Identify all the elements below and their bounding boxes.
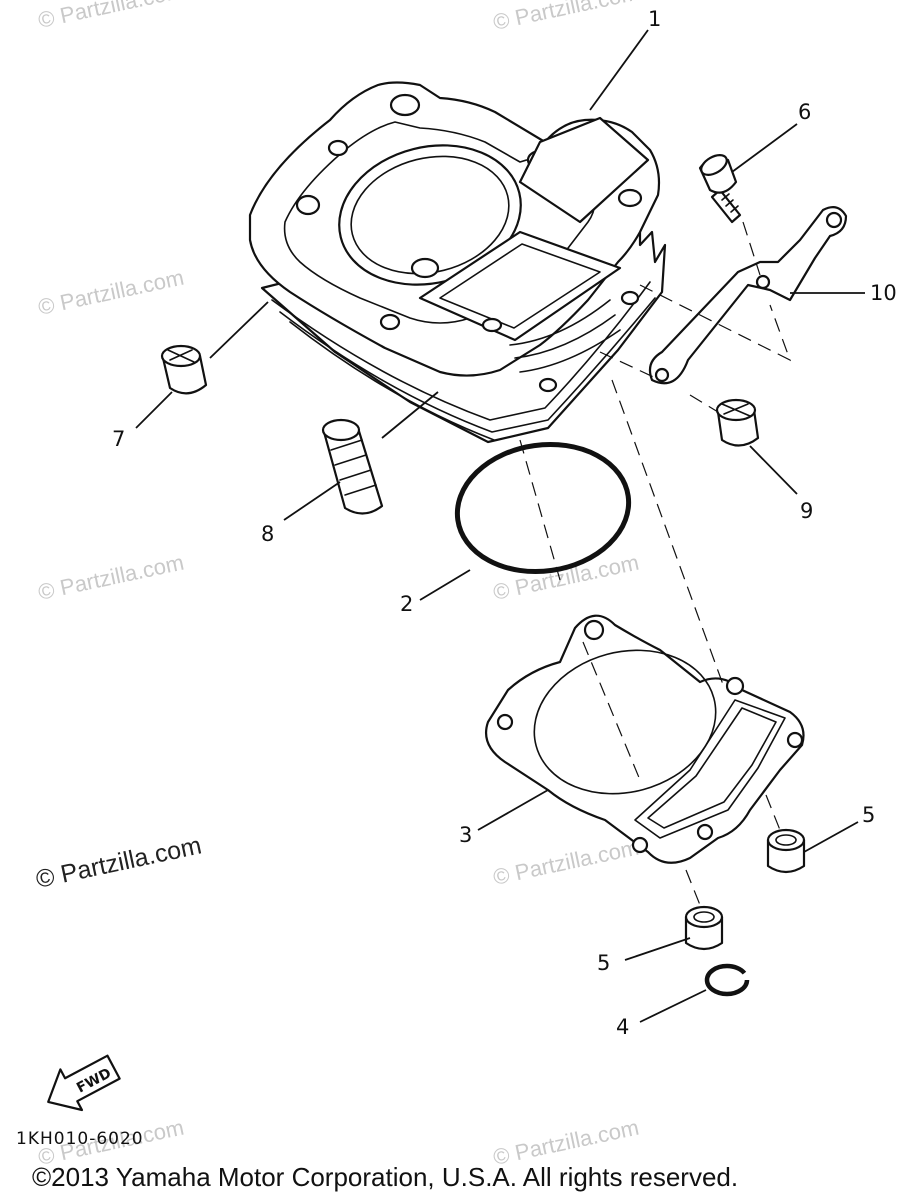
callouts: 1 6 10 7 9 8 2 3 5 5 4 [112, 7, 897, 1039]
plug-part-7 [160, 344, 208, 395]
cylinder-part-1 [248, 81, 667, 444]
bolt-part-8 [321, 418, 384, 515]
dowel-pin-part-5 [684, 905, 724, 951]
bolt-part-6 [698, 154, 742, 224]
callout-5a: 5 [862, 803, 875, 827]
o-ring-part-2 [454, 441, 632, 575]
callout-3: 3 [459, 823, 472, 847]
dowel-pin-part-5 [766, 828, 806, 874]
plug-part-9 [715, 398, 760, 447]
watermark: © Partzilla.com [36, 265, 186, 320]
base-gasket-part-3 [484, 614, 805, 864]
callout-10: 10 [870, 281, 897, 305]
callout-5b: 5 [597, 951, 610, 975]
circlip-part-4 [704, 963, 750, 997]
callout-2: 2 [400, 592, 413, 616]
callout-1: 1 [648, 7, 661, 31]
bracket-part-10 [648, 205, 848, 385]
watermark: © Partzilla.com [36, 0, 186, 33]
callout-4: 4 [616, 1015, 629, 1039]
forward-arrow-icon: FWD [47, 1054, 121, 1112]
copyright-notice: ©2013 Yamaha Motor Corporation, U.S.A. A… [32, 1162, 738, 1192]
diagram-code: 1KH010-6020 [16, 1129, 144, 1149]
callout-8: 8 [261, 522, 274, 546]
watermark-prominent: © Partzilla.com [33, 831, 204, 893]
alignment-lines [519, 221, 792, 906]
callout-6: 6 [798, 100, 811, 124]
callout-7: 7 [112, 427, 125, 451]
callout-9: 9 [800, 499, 813, 523]
leader-lines [135, 29, 865, 1023]
watermark: © Partzilla.com [491, 835, 641, 890]
watermark: © Partzilla.com [491, 550, 641, 605]
watermark: © Partzilla.com [491, 0, 641, 35]
watermark: © Partzilla.com [36, 550, 186, 605]
